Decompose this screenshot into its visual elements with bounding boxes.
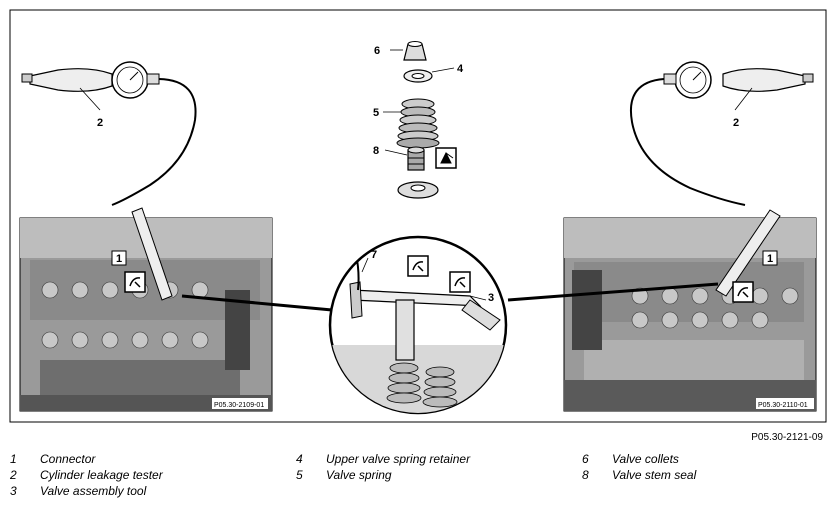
leakage-tester-right — [630, 61, 814, 206]
valve-spring-part — [396, 98, 440, 149]
engine-photo-left — [19, 207, 273, 412]
callout-detail-7: 7 — [371, 249, 377, 261]
callout-spring: 5 — [373, 107, 379, 119]
tool-symbol-right-icon — [732, 281, 754, 303]
callout-seal: 8 — [373, 145, 379, 157]
figure-id: P05.30-2121-09 — [751, 432, 823, 443]
valve-collets-part — [403, 41, 427, 61]
leader-right — [507, 282, 719, 302]
left-photo-code: P05.30-2109-01 — [214, 402, 264, 409]
callout-connector-left: 1 — [116, 253, 122, 265]
valve-stem-seal-part — [407, 146, 425, 171]
tool-symbol-detail-top-icon — [407, 255, 429, 277]
callout-connector-right: 1 — [767, 253, 773, 265]
callout-collets: 6 — [374, 45, 380, 57]
callout-tester-left: 2 — [97, 117, 103, 129]
right-photo-code: P05.30-2110-01 — [758, 402, 808, 409]
spring-seat-washer-part — [397, 181, 439, 199]
callout-tester-right: 2 — [733, 117, 739, 129]
special-tool-symbol-icon — [435, 147, 457, 169]
callout-tool-detail: 3 — [488, 292, 494, 304]
leakage-tester-left — [21, 61, 197, 206]
tool-symbol-left-icon — [124, 271, 146, 293]
callout-retainer: 4 — [457, 63, 464, 75]
engine-photo-right — [563, 209, 817, 412]
upper-spring-retainer-part — [403, 69, 433, 83]
leader-left — [181, 294, 333, 312]
diagram-figure: 2 2 6 4 5 8 — [9, 9, 827, 423]
tool-symbol-detail-right-icon — [449, 271, 471, 293]
